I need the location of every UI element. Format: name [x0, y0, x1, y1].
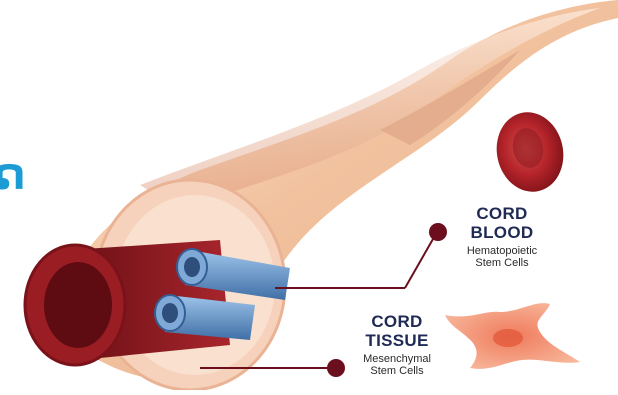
cord-tissue-desc-line2: Stem Cells	[346, 365, 448, 377]
cord-tissue-desc-line1: Mesenchymal	[346, 353, 448, 365]
cord-blood-label: CORD BLOOD Hematopoietic Stem Cells	[446, 204, 558, 269]
cord-blood-title-line2: BLOOD	[446, 223, 558, 242]
cord-tissue-label: CORD TISSUE Mesenchymal Stem Cells	[346, 312, 448, 377]
cord-tissue-title-line1: CORD	[346, 312, 448, 331]
title-fragment: ຶດ	[0, 150, 25, 200]
cord-tissue-leader-dot	[327, 359, 345, 377]
cord-blood-title-line1: CORD	[446, 204, 558, 223]
cord-tissue-title-line2: TISSUE	[346, 331, 448, 350]
cord-blood-desc-line1: Hematopoietic	[446, 245, 558, 257]
cord-blood-leader-dot	[429, 223, 447, 241]
cord-blood-desc-line2: Stem Cells	[446, 257, 558, 269]
